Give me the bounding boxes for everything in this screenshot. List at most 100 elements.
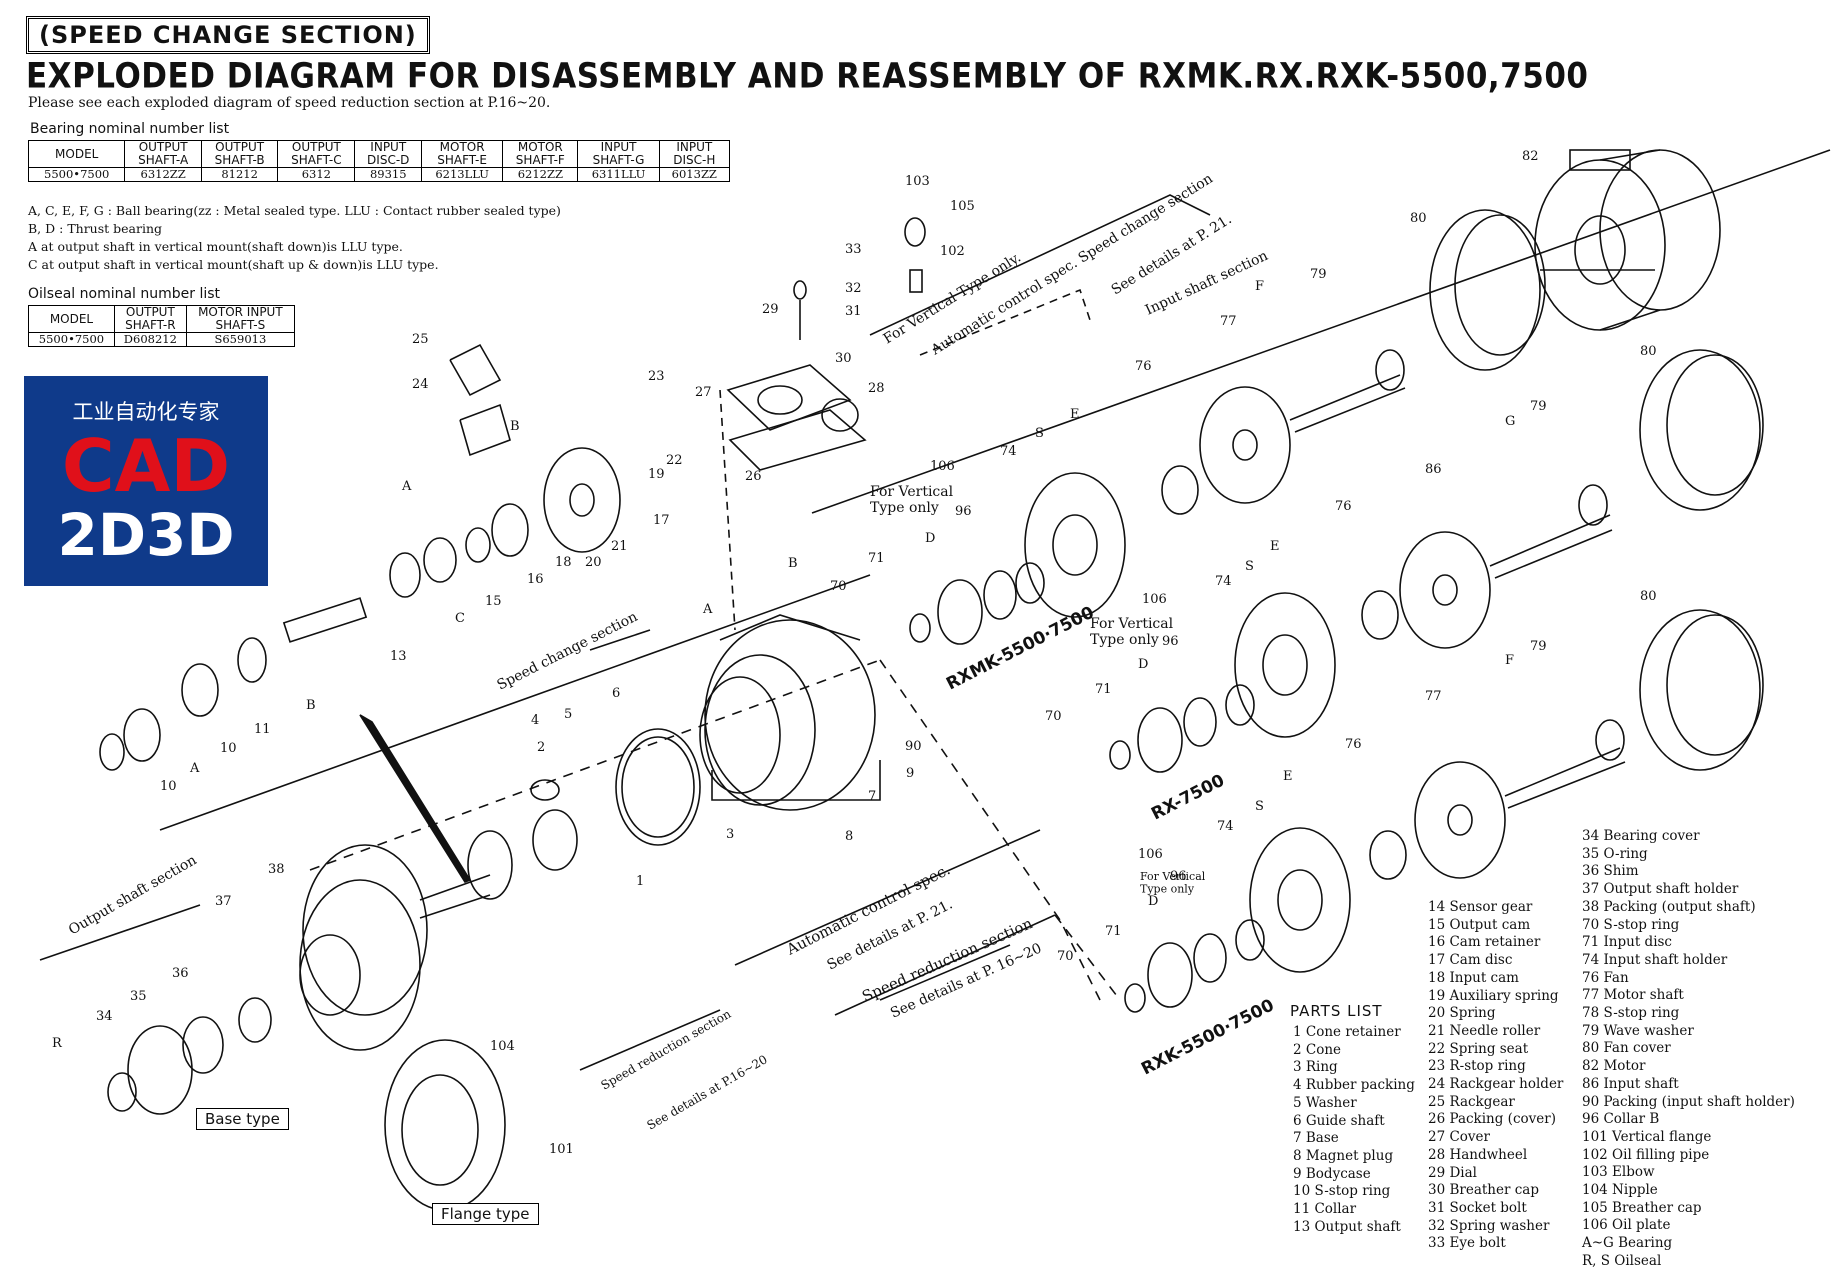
handwheel: [821, 398, 859, 432]
bearing-cell: 89315: [354, 167, 423, 182]
shaft: [1507, 761, 1626, 809]
callout-label: 23: [648, 369, 665, 384]
model-rx-label: RX-7500: [1148, 771, 1228, 825]
oilseal-header: MOTOR INPUT SHAFT-S: [185, 305, 296, 333]
callout-label: B: [510, 419, 520, 434]
output-shaft: [467, 830, 513, 900]
parts-list-item: 7 Base: [1293, 1130, 1339, 1147]
boundary-line: [579, 1009, 721, 1071]
ring: [615, 728, 701, 846]
parts-list-item: 9 Bodycase: [1293, 1165, 1371, 1182]
callout-label: 76: [1345, 737, 1362, 752]
header-note: Please see each exploded diagram of spee…: [28, 95, 551, 111]
bearing-header: MOTOR SHAFT-E: [421, 140, 504, 168]
callout-label: R: [52, 1036, 63, 1051]
shaft: [1294, 387, 1406, 433]
watermark-cad: CAD: [61, 424, 231, 508]
callout-label: 80: [1640, 589, 1657, 604]
parts-list-item: 20 Spring: [1428, 1005, 1496, 1022]
callout-label: C: [455, 611, 465, 626]
cone: [530, 779, 560, 801]
callout-label: 22: [666, 453, 683, 468]
callout-label: 26: [745, 469, 762, 484]
bearing-note: B, D : Thrust bearing: [28, 221, 163, 236]
callout-label: 11: [254, 722, 271, 737]
callout-label: 106: [1138, 847, 1163, 862]
parts-list-item: 71 Input disc: [1582, 934, 1672, 951]
elbow: [904, 217, 926, 247]
motor-part: [1534, 159, 1666, 331]
parts-list-item: 24 Rackgear holder: [1428, 1076, 1564, 1093]
callout-label: 25: [412, 332, 429, 347]
model-rxk-label: RXK-5500·7500: [1138, 995, 1277, 1079]
parts-list-item: 33 Eye bolt: [1428, 1235, 1506, 1252]
callout-label: E: [1070, 407, 1080, 422]
collar: [1225, 684, 1255, 726]
output-shaft: [282, 597, 368, 643]
collar: [1235, 919, 1265, 961]
bearing: [1361, 590, 1399, 640]
callout-label: 80: [1640, 344, 1657, 359]
callout-label: A: [702, 602, 713, 617]
shaft: [1494, 529, 1613, 579]
boundary-line: [734, 829, 1041, 966]
bearing-header: INPUT SHAFT-G: [577, 140, 660, 168]
bodycase-part: [704, 619, 876, 811]
parts-list-item: 101 Vertical flange: [1582, 1128, 1712, 1145]
callout-label: A: [401, 479, 412, 494]
parts-list-item: 15 Output cam: [1428, 916, 1531, 933]
parts-list-item: 32 Spring washer: [1428, 1217, 1550, 1234]
parts-list-item: 70 S-stop ring: [1582, 916, 1680, 933]
bearing: [1595, 719, 1625, 761]
bearing: [1375, 349, 1405, 391]
parts-list-item: 78 S-stop ring: [1582, 1005, 1680, 1022]
cover: [726, 364, 852, 431]
callout-label: B: [788, 556, 798, 571]
bearing: [1193, 933, 1227, 983]
oilseal-cell: S659013: [185, 332, 296, 347]
s-stop-ring: [909, 613, 931, 643]
cam-disc: [543, 447, 621, 553]
cam-retainer: [465, 527, 491, 563]
parts-list-item: 104 Nipple: [1582, 1182, 1658, 1199]
parts-list-item: 2 Cone: [1293, 1041, 1342, 1058]
boundary-line: [309, 659, 881, 871]
parts-list-item: 8 Magnet plug: [1293, 1147, 1394, 1164]
see-details-small-label: See details at P.16~20: [645, 1052, 770, 1132]
speed-change-section-label: Speed change section: [495, 609, 641, 694]
body-case: [615, 614, 881, 846]
parts-list-item: 5 Washer: [1293, 1094, 1357, 1111]
section-tag: (SPEED CHANGE SECTION): [26, 16, 430, 54]
fan: [1199, 386, 1291, 504]
callout-label: 32: [845, 281, 862, 296]
parts-list-item: 38 Packing (output shaft): [1582, 898, 1756, 915]
collar: [1015, 562, 1045, 604]
packing-output: [302, 844, 428, 1016]
callout-label: 28: [868, 381, 885, 396]
shaft: [1504, 747, 1621, 797]
callout-label: 96: [1170, 869, 1187, 884]
parts-list-item: 17 Cam disc: [1428, 952, 1513, 969]
parts-list-item: 19 Auxiliary spring: [1428, 987, 1559, 1004]
callout-label: 1: [636, 874, 644, 889]
bearing: [389, 552, 421, 598]
input-cam: [491, 503, 529, 557]
callout-label: 101: [549, 1142, 574, 1157]
output-shaft-holder: [299, 879, 421, 1051]
oilseal-cell: 5500•7500: [28, 332, 115, 347]
watermark-logo: 工业自动化专家 CAD 2D3D: [24, 376, 268, 586]
callout-label: 80: [1410, 211, 1427, 226]
bearing: [983, 570, 1017, 620]
fan: [1414, 761, 1506, 879]
callout-label: 29: [762, 302, 779, 317]
output-cam: [423, 537, 457, 583]
callout-label: 70: [1045, 709, 1062, 724]
bodycase-part: [711, 760, 881, 801]
bearing-notes: A, C, E, F, G : Ball bearing(zz : Metal …: [28, 202, 561, 274]
callout-label: 31: [845, 304, 862, 319]
output-shaft-holder: [299, 934, 361, 1016]
oilseal-cell: D608212: [113, 332, 187, 347]
oilseal-table: MODEL OUTPUT SHAFT-R MOTOR INPUT SHAFT-S…: [28, 305, 296, 347]
